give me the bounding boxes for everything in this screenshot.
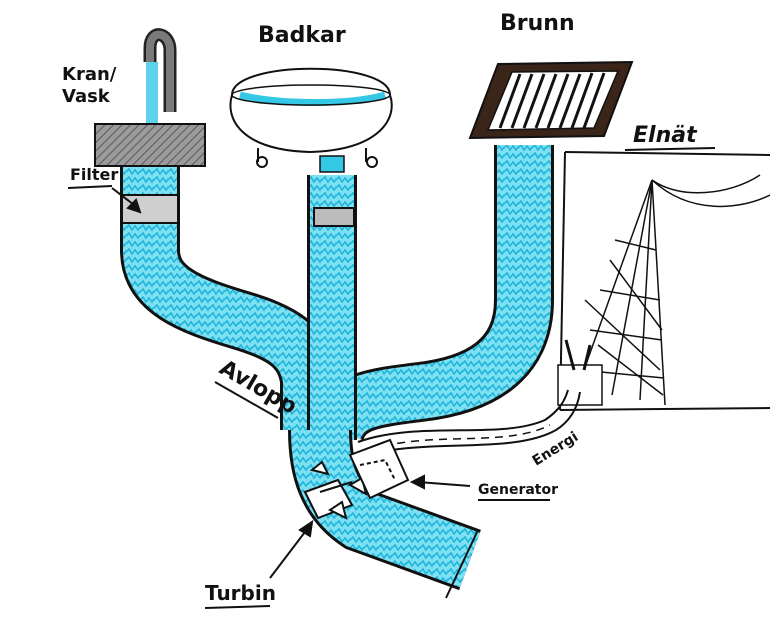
energy-cable	[357, 389, 569, 443]
faucet-icon	[143, 28, 177, 124]
turbine-arrow	[269, 527, 309, 579]
power-pylon-icon	[557, 174, 770, 406]
label-turbine: Turbin	[205, 581, 276, 605]
generator-icon	[348, 438, 410, 500]
arrows	[111, 187, 471, 579]
sink	[94, 123, 206, 167]
label-bathtub: Badkar	[258, 23, 346, 48]
label-grid: Elnät	[633, 123, 698, 148]
filter-block	[121, 194, 179, 224]
label-energy: Energi	[530, 429, 582, 469]
bathtub-icon	[229, 67, 393, 173]
label-generator: Generator	[478, 482, 558, 498]
generator-arrow	[417, 481, 471, 487]
label-well: Brunn	[500, 11, 575, 36]
label-filter: Filter	[70, 165, 118, 184]
label-tap-sink-line2: Vask	[62, 86, 111, 107]
well-grate-icon	[468, 60, 634, 140]
bathtub-filter	[313, 207, 355, 227]
label-tap-sink-line1: Kran/	[62, 64, 117, 85]
